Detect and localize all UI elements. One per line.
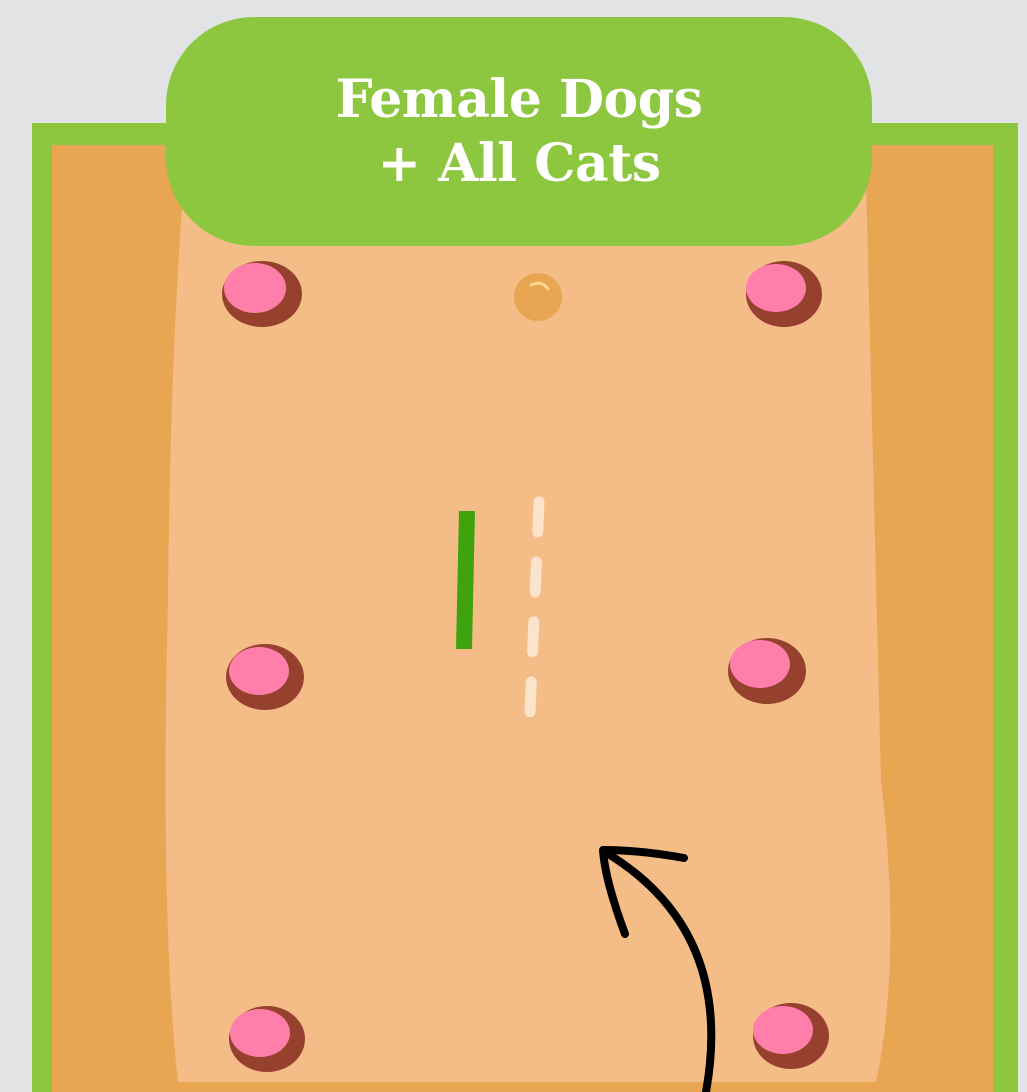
incision-mark (456, 511, 475, 649)
nipple-icon (226, 644, 304, 710)
navel-icon (514, 273, 562, 321)
nipple-icon (222, 261, 302, 327)
nipple-icon (229, 1006, 305, 1072)
title-line-2: + All Cats (377, 132, 660, 195)
title-badge: Female Dogs + All Cats (166, 17, 872, 246)
nipple-icon (753, 1003, 829, 1069)
nipple-icon (746, 261, 822, 327)
title-line-1: Female Dogs (336, 68, 703, 131)
nipple-icon (728, 638, 806, 704)
